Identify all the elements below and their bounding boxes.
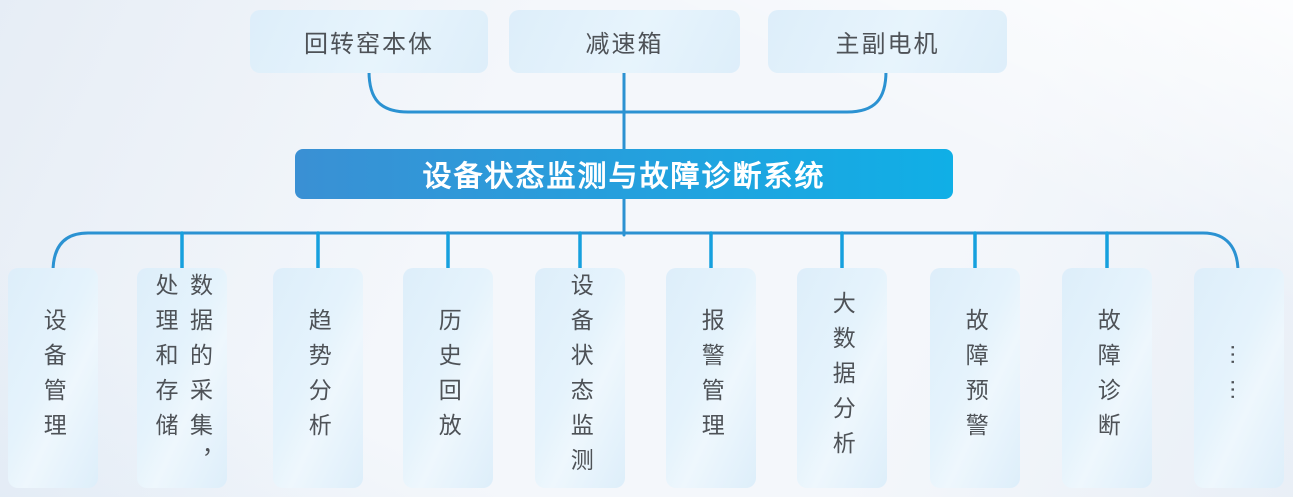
node-equipment-management: 设备管理 bbox=[8, 268, 98, 488]
node-label: 设备管理 bbox=[40, 308, 67, 448]
node-label: 大数据分析 bbox=[829, 290, 856, 466]
node-equipment-status-monitoring: 设备状态监测 bbox=[535, 268, 625, 488]
node-more-ellipsis: …… bbox=[1194, 268, 1284, 488]
node-label: 回转窑本体 bbox=[304, 31, 434, 58]
node-gearbox: 减速箱 bbox=[509, 10, 740, 73]
node-label: 报警管理 bbox=[698, 308, 725, 448]
node-label: 故障诊断 bbox=[1094, 308, 1121, 448]
node-label: 减速箱 bbox=[585, 31, 664, 58]
node-alarm-management: 报警管理 bbox=[666, 268, 756, 488]
node-big-data-analysis: 大数据分析 bbox=[797, 268, 887, 488]
node-label: 历史回放 bbox=[435, 308, 462, 448]
node-label: 数据的采集， 处理和存储 bbox=[152, 273, 213, 483]
system-title-banner: 设备状态监测与故障诊断系统 bbox=[295, 149, 953, 199]
node-fault-diagnosis: 故障诊断 bbox=[1062, 268, 1152, 488]
node-trend-analysis: 趋势分析 bbox=[273, 268, 363, 488]
node-history-playback: 历史回放 bbox=[403, 268, 493, 488]
node-data-acquisition-processing-storage: 数据的采集， 处理和存储 bbox=[137, 268, 227, 488]
top-connector-rail bbox=[367, 69, 888, 114]
node-label: 主副电机 bbox=[835, 31, 940, 58]
node-fault-early-warning: 故障预警 bbox=[930, 268, 1020, 488]
node-label: 故障预警 bbox=[962, 308, 989, 448]
system-title: 设备状态监测与故障诊断系统 bbox=[422, 161, 826, 193]
vertical-ellipsis-icon: …… bbox=[1226, 343, 1253, 413]
node-label: 设备状态监测 bbox=[567, 273, 594, 483]
node-main-aux-motor: 主副电机 bbox=[768, 10, 1007, 73]
bottom-connector-rail bbox=[51, 231, 1240, 274]
node-rotary-kiln-body: 回转窑本体 bbox=[250, 10, 488, 73]
node-label: 趋势分析 bbox=[305, 308, 332, 448]
